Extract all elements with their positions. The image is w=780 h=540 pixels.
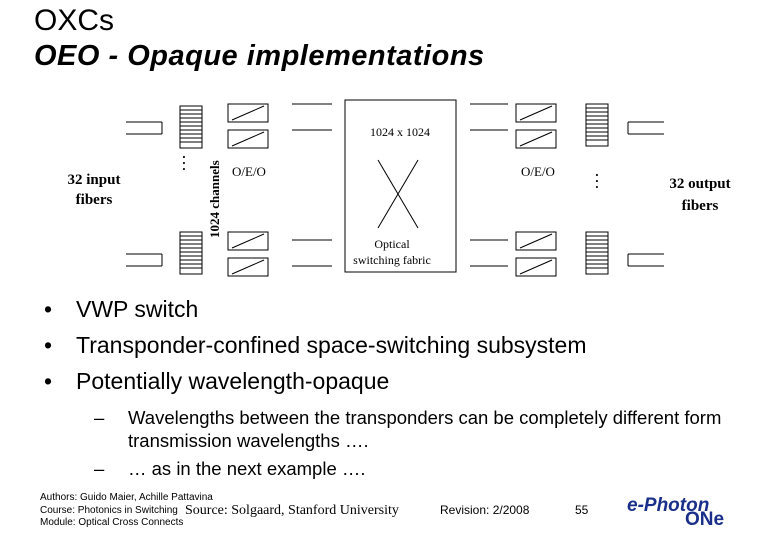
footer-authors: Authors: Guido Maier, Achille Pattavina	[40, 492, 213, 503]
oeo-left-label: O/E/O	[232, 164, 266, 179]
logo-line2: ONe	[685, 509, 725, 530]
channels-label: 1024 channels	[207, 160, 222, 238]
bullet-text: VWP switch	[76, 296, 199, 322]
footer-course: Course: Photonics in Switching	[40, 504, 178, 516]
sub-bullet-item: – Wavelengths between the transponders c…	[94, 406, 760, 452]
demux-left-bottom	[179, 231, 203, 275]
fabric-size-label: 1024 x 1024	[370, 125, 430, 139]
sub-bullet-marker: –	[94, 458, 105, 479]
bullet-item: • Transponder-confined space-switching s…	[40, 330, 760, 360]
fabric-label-line1: Optical	[374, 237, 410, 251]
bullet-text: Transponder-confined space-switching sub…	[76, 332, 587, 358]
bullet-item: • VWP switch	[40, 294, 760, 324]
links-left	[292, 103, 332, 267]
ellipsis-left: …	[169, 154, 189, 172]
output-label-line1: 32 output	[669, 176, 730, 192]
input-label-line2: fibers	[76, 192, 113, 208]
mux-right-bottom	[585, 231, 609, 275]
fabric-label-line2: switching fabric	[353, 253, 431, 267]
footer-module: Module: Optical Cross Connects	[40, 517, 184, 528]
output-fiber-top	[627, 121, 664, 135]
slide-subtitle: OEO - Opaque implementations	[34, 40, 485, 72]
ellipsis-right: …	[582, 172, 602, 190]
page-number: 55	[575, 503, 589, 517]
output-label-line2: fibers	[682, 198, 719, 214]
footer-revision: Revision: 2/2008	[440, 503, 530, 517]
bullet-marker: •	[44, 368, 53, 394]
sub-bullet-text: … as in the next example ….	[128, 458, 366, 479]
switching-fabric	[344, 99, 457, 273]
transponders-right	[515, 103, 557, 277]
links-right	[470, 103, 508, 267]
input-fiber-bottom	[126, 253, 163, 267]
oeo-right-label: O/E/O	[521, 164, 555, 179]
slide-title: OXCs	[34, 4, 115, 37]
output-fiber-bottom	[627, 253, 664, 267]
e-photon-one-logo: e-Photon ONe	[627, 493, 767, 533]
bullet-item: • Potentially wavelength-opaque	[40, 366, 760, 396]
bullet-marker: •	[44, 296, 53, 322]
oxc-diagram: 32 input fibers 32 output fibers 1024 ch…	[68, 99, 731, 277]
input-fiber-top	[126, 121, 163, 135]
sub-bullet-item: – … as in the next example ….	[94, 457, 760, 480]
logo-line1: e-Photon	[627, 495, 710, 516]
bullet-text: Potentially wavelength-opaque	[76, 368, 390, 394]
footer-source: Source: Solgaard, Stanford University	[185, 503, 399, 518]
sub-bullet-text: Wavelengths between the transponders can…	[128, 407, 722, 451]
demux-left-top	[179, 105, 203, 149]
bullet-list: • VWP switch • Transponder-confined spac…	[40, 294, 760, 485]
bullet-marker: •	[44, 332, 53, 358]
input-label-line1: 32 input	[68, 172, 121, 188]
mux-right-top	[585, 103, 609, 147]
footer-credits: Authors: Guido Maier, Achille Pattavina …	[40, 492, 213, 530]
sub-bullet-marker: –	[94, 407, 105, 428]
transponders-left	[227, 103, 269, 277]
